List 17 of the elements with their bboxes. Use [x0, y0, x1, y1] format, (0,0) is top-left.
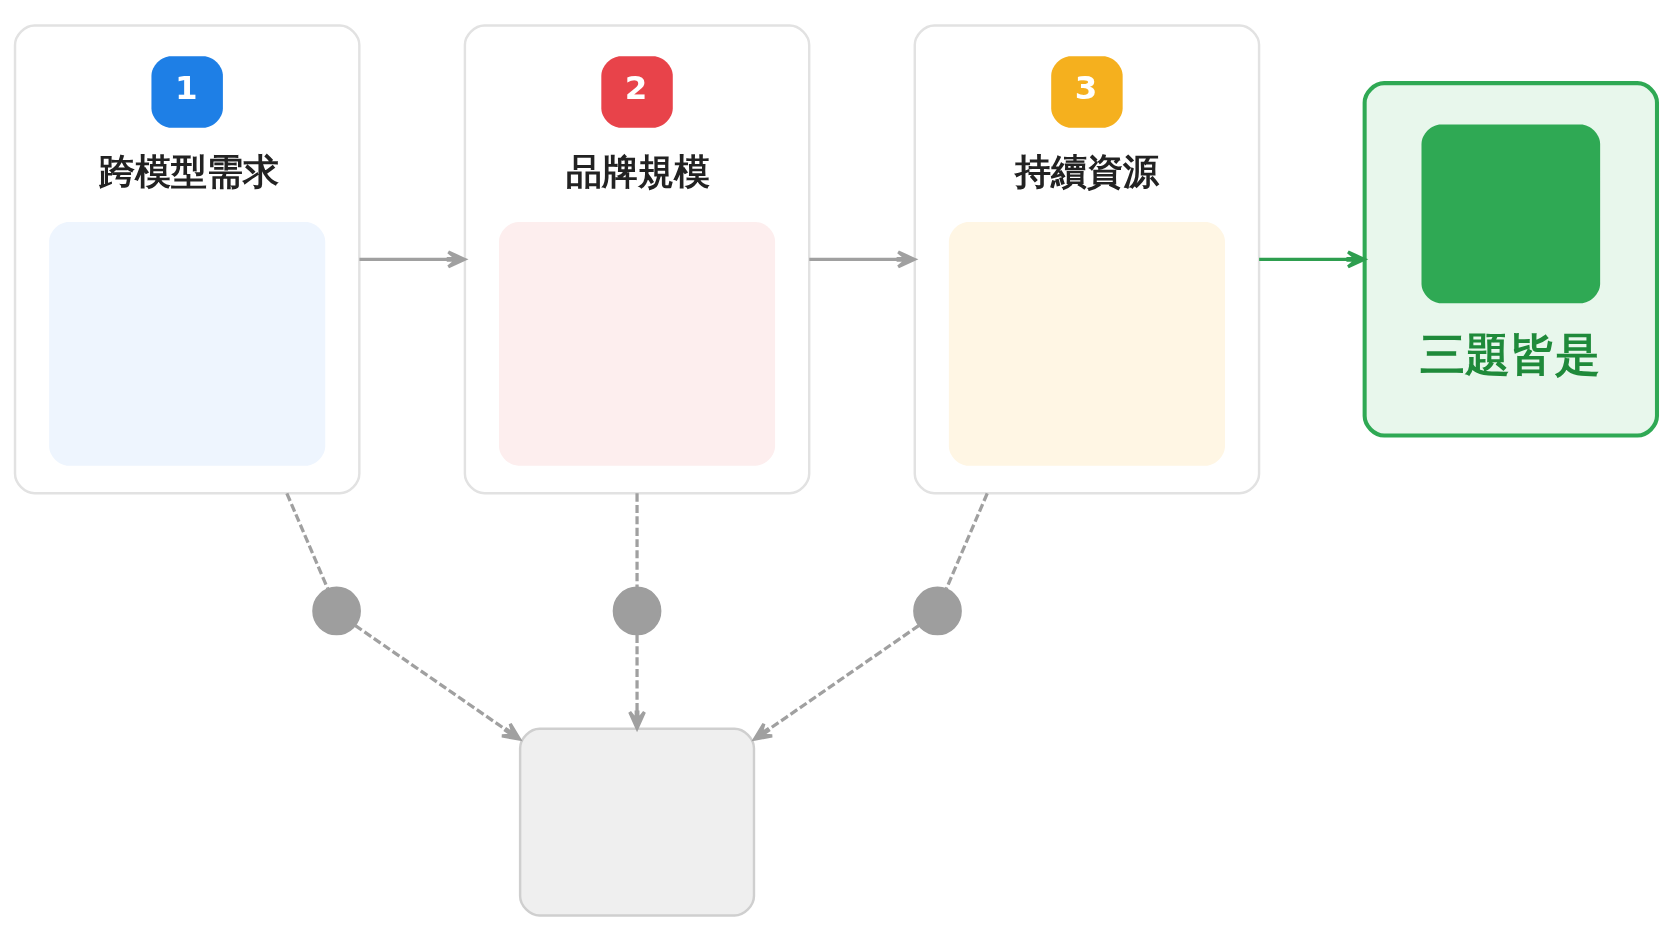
arrow	[1259, 250, 1366, 269]
arrow	[753, 624, 920, 741]
node-circle	[312, 586, 361, 636]
node-circle	[913, 586, 962, 636]
arrow	[809, 250, 917, 269]
connector	[944, 492, 989, 590]
node-circle	[612, 586, 662, 636]
arrow	[354, 624, 522, 741]
node-box	[518, 727, 756, 917]
arrow	[628, 634, 646, 730]
connector	[635, 493, 639, 588]
node-box: 三題皆是	[1362, 81, 1659, 438]
arrow	[359, 250, 467, 269]
node-box: 2 品牌規模	[463, 24, 811, 495]
node-box: 1 跨模型需求	[13, 24, 361, 495]
node-box: 3 持續資源	[913, 24, 1261, 495]
connector	[285, 492, 330, 590]
